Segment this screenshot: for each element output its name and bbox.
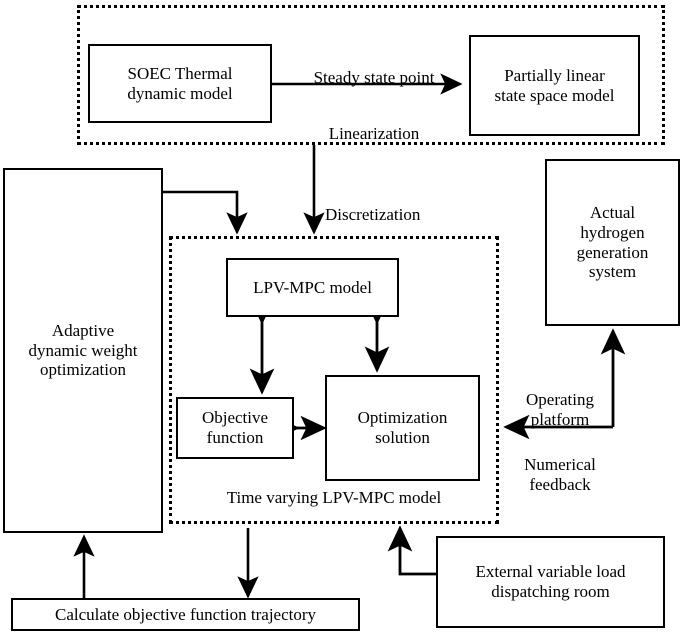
edge-label-text: Linearization xyxy=(328,124,420,144)
group-label-time-varying-lpv-mpc-model: Time varying LPV-MPC model xyxy=(169,488,499,508)
node-adaptive-dynamic-weight-optimization[interactable]: Adaptive dynamic weight optimization xyxy=(3,168,163,533)
group-label-text: Time varying LPV-MPC model xyxy=(226,488,442,507)
node-label: Adaptive dynamic weight optimization xyxy=(28,320,138,380)
group-lpv-mpc-dashed-container xyxy=(169,236,499,524)
node-objective-function[interactable]: Objective function xyxy=(176,397,294,459)
node-label: Optimization solution xyxy=(357,408,448,447)
node-label: LPV-MPC model xyxy=(253,277,372,297)
edge-adaptive-to-lpv-group xyxy=(163,190,248,235)
edge-label-text: Numerical feedback xyxy=(524,455,596,495)
edge-label-numerical-feedback: Numerical feedback xyxy=(512,435,608,495)
node-external-variable-load-dispatching-room[interactable]: External variable load dispatching room xyxy=(436,536,665,628)
node-label: SOEC Thermal dynamic model xyxy=(127,63,233,103)
edge-label-text: Steady state point xyxy=(313,68,435,88)
edge-label-steady-state-point: Steady state point xyxy=(294,48,454,88)
node-label: Calculate objective function trajectory xyxy=(54,604,317,624)
node-label: Actual hydrogen generation system xyxy=(576,203,649,282)
node-label: External variable load dispatching room xyxy=(475,562,626,601)
node-partially-linear-state-space-model[interactable]: Partially linear state space model xyxy=(469,35,640,136)
edge-label-linearization: Linearization xyxy=(294,104,454,144)
node-soec-thermal-dynamic-model[interactable]: SOEC Thermal dynamic model xyxy=(88,44,272,123)
node-lpv-mpc-model[interactable]: LPV-MPC model xyxy=(226,258,399,317)
edge-label-discretization: Discretization xyxy=(325,185,475,225)
edge-label-text: Discretization xyxy=(325,205,421,225)
edge-external-load-to-group xyxy=(387,525,436,576)
node-actual-hydrogen-generation-system[interactable]: Actual hydrogen generation system xyxy=(545,159,680,326)
node-optimization-solution[interactable]: Optimization solution xyxy=(325,375,480,481)
node-label: Partially linear state space model xyxy=(494,65,615,105)
node-calculate-objective-function-trajectory[interactable]: Calculate objective function trajectory xyxy=(11,598,360,631)
node-label: Objective function xyxy=(201,408,269,447)
group-modeling-dashed-container xyxy=(77,5,665,145)
edge-label-operating-platform: Operating platform xyxy=(512,370,608,430)
edge-label-text: Operating platform xyxy=(526,390,594,430)
